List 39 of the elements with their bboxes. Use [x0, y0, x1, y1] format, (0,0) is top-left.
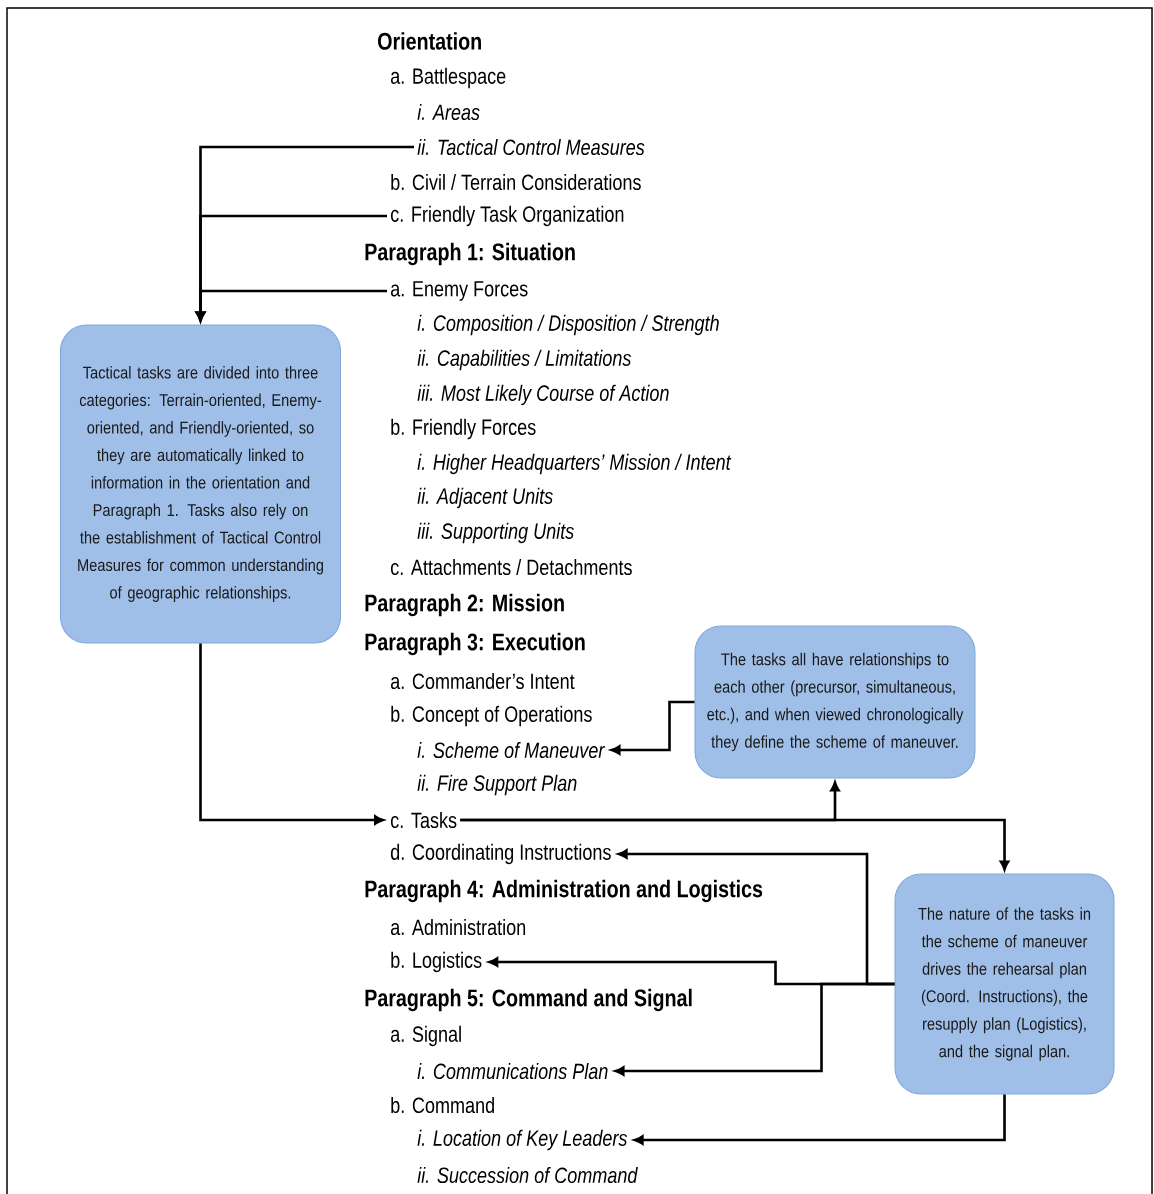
- outline-item: c. Attachments / Detachments: [390, 558, 632, 576]
- outline-item: ii. Succession of Command: [417, 1166, 638, 1184]
- outline-item: Orientation: [378, 32, 481, 50]
- arrow: [614, 982, 895, 1076]
- outline-item: b. Friendly Forces: [391, 418, 536, 440]
- outline-item: Paragraph 2: Mission: [365, 593, 564, 617]
- outline-item: i. Communications Plan: [417, 1062, 608, 1080]
- outline-item: b. Civil / Terrain Considerations: [391, 173, 641, 191]
- outline-item: a. Administration: [390, 918, 526, 936]
- outline-item: ii. Adjacent Units: [417, 487, 553, 509]
- outline-item: ii. Tactical Control Measures: [417, 138, 645, 156]
- outline-item: a. Enemy Forces: [390, 281, 528, 301]
- callout-box: The nature of the tasks in the scheme of maneuver drives the rehearsal plan (Coord. Instructions), the resupply plan (Logistics), and the signal plan.: [894, 873, 1115, 1095]
- outline-item: a. Commander’s Intent: [390, 672, 575, 690]
- outline-item: i. Composition / Disposition / Strength: [417, 314, 719, 336]
- outline-item: iii. Most Likely Course of Action: [417, 384, 669, 406]
- outline-item: iii. Supporting Units: [417, 522, 574, 544]
- outline-item: c. Tasks: [390, 811, 457, 829]
- callout-box: The tasks all have relationships to each other (precursor, simultaneous, etc.), and when viewed chronologically they define the scheme of maneuver.: [694, 625, 976, 779]
- outline-item: i. Location of Key Leaders: [417, 1129, 628, 1151]
- outline-item: c. Friendly Task Organization: [390, 205, 624, 227]
- outline-item: a. Signal: [390, 1025, 461, 1047]
- outline-item: Paragraph 1: Situation: [365, 242, 575, 266]
- outline-item: b. Concept of Operations: [391, 705, 592, 727]
- outline-item: ii. Fire Support Plan: [417, 774, 577, 796]
- outline-item: i. Scheme of Maneuver: [417, 741, 605, 759]
- outline-item: ii. Capabilities / Limitations: [417, 349, 631, 371]
- outline-item: i. Areas: [417, 103, 480, 121]
- arrow: [199, 643, 384, 825]
- outline-item: Paragraph 3: Execution: [365, 632, 585, 656]
- outline-item: a. Battlespace: [390, 67, 506, 89]
- outline-item: b. Command: [391, 1096, 494, 1114]
- outline-item: Paragraph 4: Administration and Logistics: [365, 879, 763, 903]
- outline-item: Paragraph 5: Command and Signal: [365, 988, 692, 1012]
- callout-box: Tactical tasks are divided into three categories: Terrain-oriented, Enemy-oriented, and Friendly-oriented, so they are automatically linked to information in the orientation and Paragraph 1. Tasks also rely on the establishment of Tactical Control Measures for common understanding of geographic relationships.: [60, 324, 341, 644]
- arrow: [610, 700, 695, 755]
- outline-item: i. Higher Headquarters’ Mission / Intent: [417, 453, 732, 475]
- outline-item: b. Logistics: [391, 951, 482, 973]
- arrow: [633, 1094, 1006, 1145]
